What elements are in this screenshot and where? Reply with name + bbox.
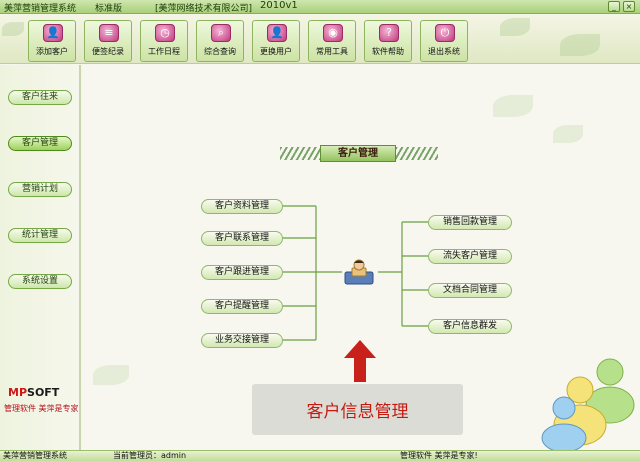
node-customer-info-management[interactable]: 客户资料管理 bbox=[201, 199, 283, 214]
toolbar-button-label: 更换用户 bbox=[260, 47, 292, 56]
leaf-decoration bbox=[2, 22, 24, 36]
leaf-decoration bbox=[560, 34, 600, 56]
toolbar-schedule-button[interactable]: ◷ 工作日程 bbox=[140, 20, 188, 62]
callout-text: 客户信息管理 bbox=[306, 402, 409, 422]
toolbar-exit-button[interactable]: ⏻ 退出系统 bbox=[420, 20, 468, 62]
edition-label: 标准版 bbox=[95, 4, 123, 14]
toolbar-help-button[interactable]: ? 软件帮助 bbox=[364, 20, 412, 62]
toolbar-search-button[interactable]: ⌕ 综合查询 bbox=[196, 20, 244, 62]
toolbar-notes-button[interactable]: ≡ 便签纪录 bbox=[84, 20, 132, 62]
toolbar-button-label: 综合查询 bbox=[204, 47, 236, 56]
sidebar-item-system-settings[interactable]: 系统设置 bbox=[8, 274, 72, 289]
sidebar-item-marketing-plan[interactable]: 营销计划 bbox=[8, 182, 72, 197]
company-label: [美萍网络技术有限公司] bbox=[155, 4, 253, 14]
node-business-handover-management[interactable]: 业务交接管理 bbox=[201, 333, 283, 348]
exit-icon: ⏻ bbox=[435, 24, 455, 42]
toolbar-button-label: 工作日程 bbox=[148, 47, 180, 56]
toolbar-add-customer-button[interactable]: 👤 添加客户 bbox=[28, 20, 76, 62]
users-group-icon bbox=[541, 358, 635, 450]
tools-icon: ◉ bbox=[323, 24, 343, 42]
node-customer-info-broadcast[interactable]: 客户信息群发 bbox=[428, 319, 512, 334]
node-customer-contact-management[interactable]: 客户联系管理 bbox=[201, 231, 283, 246]
notes-icon: ≡ bbox=[99, 24, 119, 42]
node-sales-payment-management[interactable]: 销售回款管理 bbox=[428, 215, 512, 230]
section-title: 客户管理 bbox=[320, 145, 396, 162]
toolbar-button-label: 便签纪录 bbox=[92, 47, 124, 56]
toolbar-button-label: 退出系统 bbox=[428, 47, 460, 56]
sidebar-item-customer-management[interactable]: 客户管理 bbox=[8, 136, 72, 151]
title-bar: 美萍营销管理系统 标准版 [美萍网络技术有限公司] 2010v1 _ × bbox=[0, 0, 640, 14]
node-document-contract-management[interactable]: 文档合同管理 bbox=[428, 283, 512, 298]
section-title-banner: 客户管理 bbox=[280, 145, 438, 162]
calendar-icon: ◷ bbox=[155, 24, 175, 42]
add-customer-icon: 👤 bbox=[43, 24, 63, 42]
toolbar-button-label: 常用工具 bbox=[316, 47, 348, 56]
switch-user-icon: 👤 bbox=[267, 24, 287, 42]
minimize-button[interactable]: _ bbox=[608, 1, 620, 12]
toolbar-button-label: 软件帮助 bbox=[372, 47, 404, 56]
window-title: 美萍营销管理系统 bbox=[4, 4, 77, 14]
status-current-admin: 当前管理员：admin bbox=[113, 451, 187, 460]
logo-subtitle: 管理软件 美萍是专家 bbox=[4, 404, 79, 413]
callout-box: 客户信息管理 bbox=[252, 384, 463, 435]
toolbar-tools-button[interactable]: ◉ 常用工具 bbox=[308, 20, 356, 62]
mpsoft-logo: MPSOFT bbox=[8, 386, 60, 399]
leaf-decoration bbox=[493, 95, 533, 117]
node-customer-reminder-management[interactable]: 客户提醒管理 bbox=[201, 299, 283, 314]
status-app-name: 美萍营销管理系统 bbox=[3, 451, 67, 460]
help-icon: ? bbox=[379, 24, 399, 42]
toolbar-switch-user-button[interactable]: 👤 更换用户 bbox=[252, 20, 300, 62]
arrow-up-icon bbox=[344, 340, 376, 382]
sidebar-item-customer-contact[interactable]: 客户往来 bbox=[8, 90, 72, 105]
status-slogan: 管理软件 美萍是专家! bbox=[400, 451, 478, 460]
sidebar: 客户往来 客户管理 营销计划 统计管理 系统设置 bbox=[0, 65, 81, 450]
sidebar-item-statistics[interactable]: 统计管理 bbox=[8, 228, 72, 243]
status-bar: 美萍营销管理系统 当前管理员：admin 管理软件 美萍是专家! bbox=[0, 450, 640, 461]
close-button[interactable]: × bbox=[623, 1, 635, 12]
leaf-decoration bbox=[500, 18, 530, 36]
leaf-decoration bbox=[93, 365, 129, 385]
leaf-decoration bbox=[553, 125, 583, 143]
version-label: 2010v1 bbox=[260, 0, 298, 11]
toolbar-button-label: 添加客户 bbox=[36, 47, 68, 56]
customer-center-icon bbox=[344, 259, 374, 285]
toolbar: 👤 添加客户 ≡ 便签纪录 ◷ 工作日程 ⌕ 综合查询 👤 更换用户 ◉ 常用工… bbox=[0, 14, 640, 64]
search-icon: ⌕ bbox=[211, 24, 231, 42]
node-customer-followup-management[interactable]: 客户跟进管理 bbox=[201, 265, 283, 280]
node-lost-customer-management[interactable]: 流失客户管理 bbox=[428, 249, 512, 264]
